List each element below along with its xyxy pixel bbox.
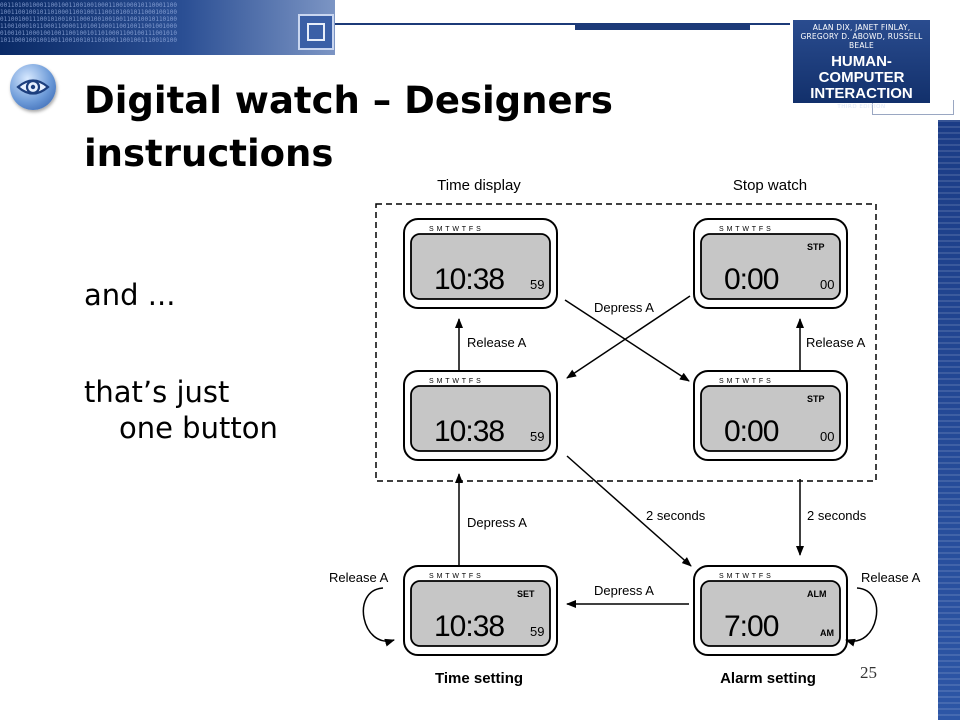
arrow-2-seconds-diagonal [566, 455, 692, 567]
chip-icon [298, 14, 334, 50]
loop-release-a-left [362, 587, 395, 647]
small-digits: 59 [530, 277, 544, 292]
small-digits: 00 [820, 429, 834, 444]
label-release-a-loop-right: Release A [861, 570, 921, 585]
body-text-thats-just: that’s just [84, 375, 230, 409]
cover-edition: THIRD EDITION [837, 104, 886, 110]
watch-time-setting: S M T W T F S SET 10:38 59 [403, 565, 558, 656]
label-stop-watch: Stop watch [733, 177, 807, 194]
small-digits: 59 [530, 624, 544, 639]
body-text-and: and ... [84, 278, 176, 312]
lcd-screen [700, 580, 841, 647]
main-digits: 7:00 [724, 610, 779, 643]
day-letters: S M T W T F S [719, 573, 771, 580]
label-depress-a-bottom: Depress A [594, 583, 654, 598]
day-letters: S M T W T F S [429, 573, 481, 580]
label-time-setting: Time setting [435, 670, 523, 687]
label-time-display: Time display [437, 177, 521, 194]
label-release-a-left: Release A [467, 335, 527, 350]
label-depress-a-cross: Depress A [594, 300, 654, 315]
day-letters: S M T W T F S [719, 226, 771, 233]
watch-stopwatch-top: S M T W T F S STP 0:00 00 [693, 218, 848, 309]
slide-title: Digital watch – Designers instructions [84, 79, 613, 175]
lcd-screen [410, 580, 551, 647]
normal-mode-boundary [375, 203, 877, 482]
day-letters: S M T W T F S [429, 378, 481, 385]
body-text-one-button: one button [119, 411, 278, 445]
side-stripe [938, 120, 960, 720]
main-digits: 0:00 [724, 263, 779, 296]
mode-badge: STP [807, 394, 825, 404]
arrow-depress-a-to-stopwatch [564, 299, 690, 382]
small-digits: AM [820, 628, 834, 638]
cover-outline [872, 100, 954, 115]
day-letters: S M T W T F S [719, 378, 771, 385]
label-depress-a-left: Depress A [467, 515, 527, 530]
label-2-seconds-right: 2 seconds [807, 508, 867, 523]
main-digits: 10:38 [434, 415, 504, 448]
main-digits: 10:38 [434, 610, 504, 643]
lcd-screen [410, 233, 551, 300]
lcd-screen [700, 385, 841, 452]
main-digits: 10:38 [434, 263, 504, 296]
lcd-screen [700, 233, 841, 300]
cover-authors: ALAN DIX, JANET FINLAY,GREGORY D. ABOWD,… [800, 23, 923, 50]
small-digits: 59 [530, 429, 544, 444]
watch-faces: S M T W T F S 10:38 59 S M T W T F S STP 0:00… [403, 218, 848, 656]
main-digits: 0:00 [724, 415, 779, 448]
label-release-a-loop-left: Release A [329, 570, 389, 585]
day-letters: S M T W T F S [429, 226, 481, 233]
label-2-seconds-diagonal: 2 seconds [646, 508, 706, 523]
binary-pattern: 0011010010001100100110010010001100100010… [0, 2, 178, 44]
mode-badge: SET [517, 589, 535, 599]
arrow-depress-a-to-time [566, 295, 691, 379]
mode-badge: ALM [807, 589, 827, 599]
header-accent-bar [575, 25, 750, 30]
watch-time-display-bottom: S M T W T F S 10:38 59 [403, 370, 558, 461]
small-digits: 00 [820, 277, 834, 292]
loop-release-a-right [845, 587, 878, 647]
binary-banner: 0011010010001100100110010010001100100010… [0, 0, 335, 55]
eye-icon [10, 64, 56, 110]
header-rule [335, 23, 790, 25]
label-release-a-right: Release A [806, 335, 866, 350]
watch-time-display-top: S M T W T F S 10:38 59 [403, 218, 558, 309]
lcd-screen [410, 385, 551, 452]
watch-stopwatch-bottom: S M T W T F S STP 0:00 00 [693, 370, 848, 461]
label-alarm-setting: Alarm setting [720, 670, 816, 687]
book-cover: ALAN DIX, JANET FINLAY,GREGORY D. ABOWD,… [793, 20, 930, 110]
mode-badge: STP [807, 242, 825, 252]
page-number: 25 [860, 663, 877, 682]
